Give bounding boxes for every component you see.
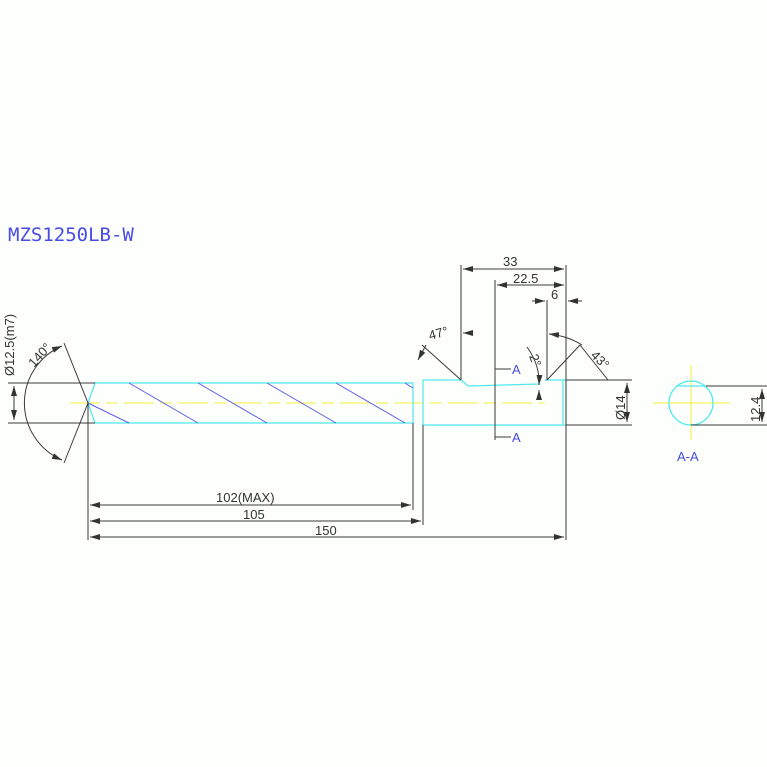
section-marker-top: A [512,362,521,377]
angle-43-label: 43° [588,348,613,373]
overall-length-label: 150 [315,523,337,538]
section-marker-bottom: A [512,430,521,445]
head-diameter-label: Ø14 [613,395,628,420]
body-length-label: 105 [243,507,265,522]
flute-length-label: 102(MAX) [216,490,275,505]
section-width-label: 12.4 [748,397,763,422]
section-view: 12.4 A-A [653,365,767,464]
drawing-title: MZS1250LB-W [8,224,134,246]
dim-6: 6 [551,287,558,302]
dim-33: 33 [503,254,517,269]
length-dimensions: 102(MAX) 105 150 [90,423,564,540]
dim-22-5: 22.5 [513,271,538,286]
angle-2-label: 2° [526,352,544,369]
flute-lines [87,382,414,424]
section-markers: A A [495,362,521,445]
top-dimensions: 33 22.5 6 [460,254,582,540]
section-label: A-A [677,449,699,464]
point-angle-label: 140° [25,340,54,370]
head-diameter-dimension: Ø14 [566,379,632,426]
angle-2-43: 2° 43° [526,332,613,400]
shank-diameter-label: Ø12.5(m7) [2,314,17,376]
point-dimension: Ø12.5(m7) 140° [2,314,95,540]
angle-47-label: 47° [427,323,450,343]
angle-47: 47° [417,323,473,381]
